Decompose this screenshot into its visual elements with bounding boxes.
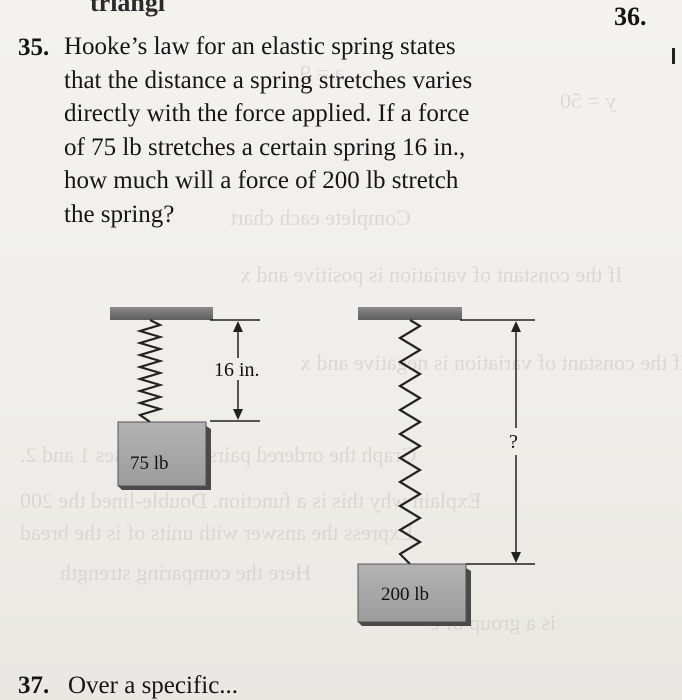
right-arrow-up-icon (511, 321, 521, 332)
right-weight-block (357, 563, 467, 623)
right-spring (397, 319, 423, 565)
problem-text: Hooke’s law for an elastic spring states… (64, 30, 584, 231)
edge-mark (672, 48, 675, 64)
next-problem-number: 36. (614, 2, 647, 31)
right-arrow-down-icon (511, 552, 521, 563)
left-arrow-down-icon (233, 409, 243, 420)
problem-line: how much will a force of 200 lb stretch (64, 167, 459, 194)
problem-line: Hooke’s law for an elastic spring states (64, 33, 456, 60)
right-distance-label: ? (509, 431, 518, 453)
problem-line: the spring? (64, 200, 175, 228)
left-spring (136, 319, 164, 423)
problem-number: 35. (18, 34, 50, 61)
problem-line: that the distance a spring stretches var… (64, 66, 473, 94)
problem-line: directly with the force applied. If a fo… (64, 100, 470, 127)
next-problem-fragment: Over a specific... (68, 672, 239, 699)
next-problem-number-37: 37. (18, 672, 50, 699)
problem-line: of 75 lb stretches a certain spring 16 i… (64, 133, 466, 161)
left-weight-label: 75 lb (130, 453, 169, 474)
previous-page-fragment: triangl (90, 0, 166, 17)
left-distance-label: 16 in. (214, 359, 260, 381)
right-ceiling-bar (358, 307, 462, 320)
left-ceiling-bar (110, 307, 213, 320)
left-distance-label-bg (212, 358, 270, 380)
left-arrow-up-icon (233, 321, 243, 332)
right-weight-label: 200 lb (381, 584, 429, 605)
